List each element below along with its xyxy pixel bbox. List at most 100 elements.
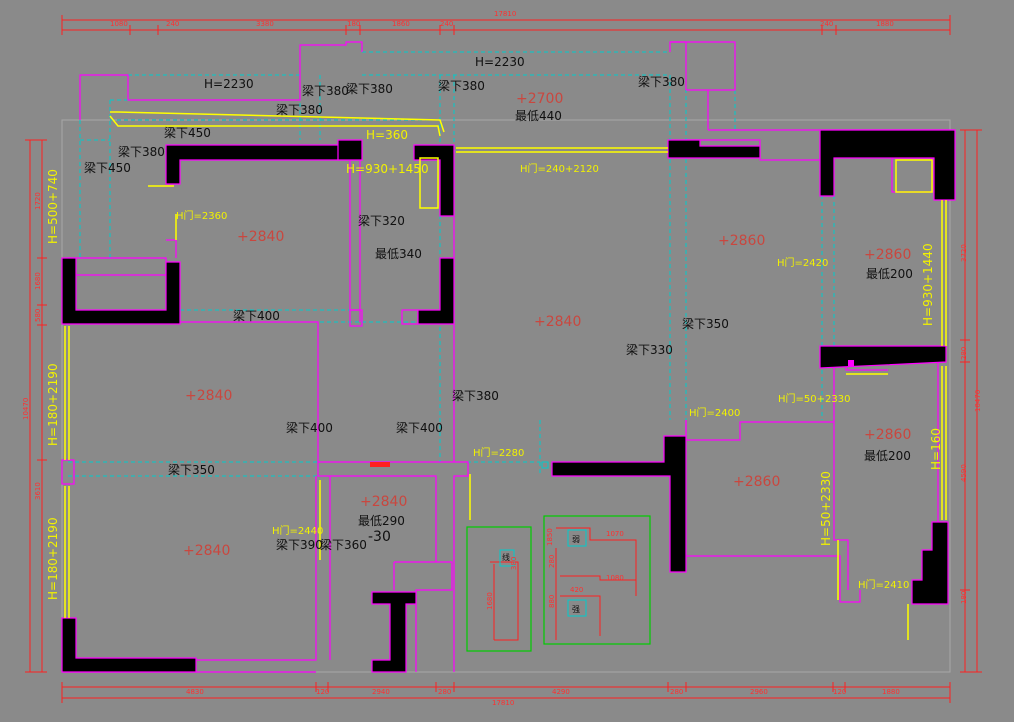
dim-top-2: 240 xyxy=(166,20,179,28)
solid-walls xyxy=(61,129,956,673)
dim-left-1: 1720 xyxy=(34,192,42,210)
level-2860-d: +2860 xyxy=(733,474,780,490)
dim-top-5: 1860 xyxy=(392,20,410,28)
beam-380-d: 梁下380 xyxy=(638,74,685,89)
dim-bottom-4: 280 xyxy=(438,688,451,696)
door-h2420: H门=2420 xyxy=(777,256,828,269)
level-2840-b: +2840 xyxy=(534,314,581,330)
beam-380-e: 梁下380 xyxy=(276,102,323,117)
dim-right-total: 10470 xyxy=(974,390,982,412)
min-440: 最低440 xyxy=(515,109,562,123)
ceiling-h160: H=160 xyxy=(929,428,943,470)
detail-label-qiang: 强 xyxy=(572,605,580,614)
level-2700: +2700 xyxy=(516,91,563,107)
level-2840-a: +2840 xyxy=(237,229,284,245)
beam-380-b: 梁下380 xyxy=(346,81,393,96)
marker-magenta xyxy=(848,360,854,366)
ceiling-h180-2190-lower: H=180+2190 xyxy=(46,517,60,600)
beam-380-c: 梁下380 xyxy=(438,78,485,93)
dim-bottom-1: 4830 xyxy=(186,688,204,696)
dim-right-4: 180 xyxy=(960,591,968,604)
detail-dim-6: 880 xyxy=(548,595,556,608)
beam-450-a: 梁下450 xyxy=(164,125,211,140)
door-h240-2120: H门=240+2120 xyxy=(520,162,599,175)
dim-top-8: 240 xyxy=(820,20,833,28)
level-labels: +2700 +2840 +2840 +2840 +2840 +2840 +286… xyxy=(183,91,911,559)
level-2860-c: +2860 xyxy=(864,427,911,443)
level-minus-30: -30 xyxy=(368,529,391,545)
detail-dim-4: 280 xyxy=(548,555,556,568)
dim-left-5: 3610 xyxy=(34,482,42,500)
dim-left-total: 10470 xyxy=(22,398,30,420)
level-2860-b: +2860 xyxy=(864,247,911,263)
door-h2360: H门=2360 xyxy=(176,209,227,222)
door-h50-2330: H门=50+2330 xyxy=(778,392,850,405)
dimension-lines xyxy=(25,15,982,703)
dim-top-9: 1880 xyxy=(876,20,894,28)
door-h2400: H门=2400 xyxy=(689,406,740,419)
min-200-a: 最低200 xyxy=(866,267,913,281)
beam-400-c: 梁下400 xyxy=(396,420,443,435)
ceiling-h500-740: H=500+740 xyxy=(46,169,60,244)
beam-380-f: 梁下380 xyxy=(118,144,165,159)
beam-390: 梁下390 xyxy=(276,537,323,552)
ceiling-h930-1440: H=930+1440 xyxy=(921,243,935,326)
beam-330: 梁下330 xyxy=(626,342,673,357)
min-340: 最低340 xyxy=(375,247,422,261)
level-2840-c: +2840 xyxy=(185,388,232,404)
dim-right-1: 3720 xyxy=(960,244,968,262)
beam-400-b: 梁下400 xyxy=(286,420,333,435)
detail-dim-2: 1080 xyxy=(606,574,624,582)
beam-400-a: 梁下400 xyxy=(233,308,280,323)
detail-boxes: 线 弱 强 1070 1080 1850 280 420 880 380 168… xyxy=(466,515,651,652)
door-height-labels: H门=2360 H门=240+2120 H门=2420 H门=50+2330 H… xyxy=(176,162,909,591)
dim-top-1: 1080 xyxy=(110,20,128,28)
dim-bottom-total: 17810 xyxy=(492,699,514,707)
dim-bottom-8: 120 xyxy=(833,688,846,696)
dim-left-3: 580 xyxy=(34,309,42,322)
windows xyxy=(64,111,947,640)
beam-350-a: 梁下350 xyxy=(682,316,729,331)
door-h2280: H门=2280 xyxy=(473,446,524,459)
beam-320: 梁下320 xyxy=(358,213,405,228)
detail-dim-3: 1850 xyxy=(546,528,554,546)
dim-right-2: 280 xyxy=(960,347,968,360)
ceiling-h2230-top: H=2230 xyxy=(475,55,525,69)
detail-dim-1: 1070 xyxy=(606,530,624,538)
marker-cyan xyxy=(541,461,549,469)
dimension-labels: 1080 240 3380 180 1860 240 240 1880 1781… xyxy=(22,10,982,707)
dim-top-6: 240 xyxy=(440,20,453,28)
detail-dim-8: 1680 xyxy=(486,592,494,610)
ceiling-h930-1450: H=930+1450 xyxy=(346,162,429,176)
beam-450-b: 梁下450 xyxy=(84,160,131,175)
min-200-b: 最低200 xyxy=(864,449,911,463)
dim-bottom-5: 4290 xyxy=(552,688,570,696)
ceiling-h360: H=360 xyxy=(366,128,408,142)
minimum-labels: 最低440 最低340 最低200 最低200 最低290 xyxy=(358,109,913,528)
beam-380-a: 梁下380 xyxy=(302,83,349,98)
level-2840-d: +2840 xyxy=(360,494,407,510)
beam-380-g: 梁下380 xyxy=(452,388,499,403)
door-h2410: H门=2410 xyxy=(858,578,909,591)
dim-right-3: 4590 xyxy=(960,464,968,482)
dim-top-3: 3380 xyxy=(256,20,274,28)
level-2860-a: +2860 xyxy=(718,233,765,249)
min-290: 最低290 xyxy=(358,514,405,528)
detail-label-xian: 线 xyxy=(502,552,510,562)
dim-left-2: 1680 xyxy=(34,272,42,290)
beam-350-b: 梁下350 xyxy=(168,462,215,477)
dim-top-4: 180 xyxy=(347,20,360,28)
ceiling-h50-2330-vertical: H=50+2330 xyxy=(819,471,833,546)
detail-dim-5: 420 xyxy=(570,586,583,594)
ceiling-height-labels: H=2230 H=2230 H=360 H=930+1450 H=500+740… xyxy=(46,55,943,600)
detail-dim-7: 380 xyxy=(510,557,518,570)
level-2840-e: +2840 xyxy=(183,543,230,559)
ceiling-h2230-left: H=2230 xyxy=(204,77,254,91)
dim-bottom-3: 2940 xyxy=(372,688,390,696)
dim-top-total: 17810 xyxy=(494,10,516,18)
beam-360: 梁下360 xyxy=(320,537,367,552)
dim-bottom-9: 1880 xyxy=(882,688,900,696)
dim-bottom-7: 2960 xyxy=(750,688,768,696)
guide-lines xyxy=(61,119,951,673)
